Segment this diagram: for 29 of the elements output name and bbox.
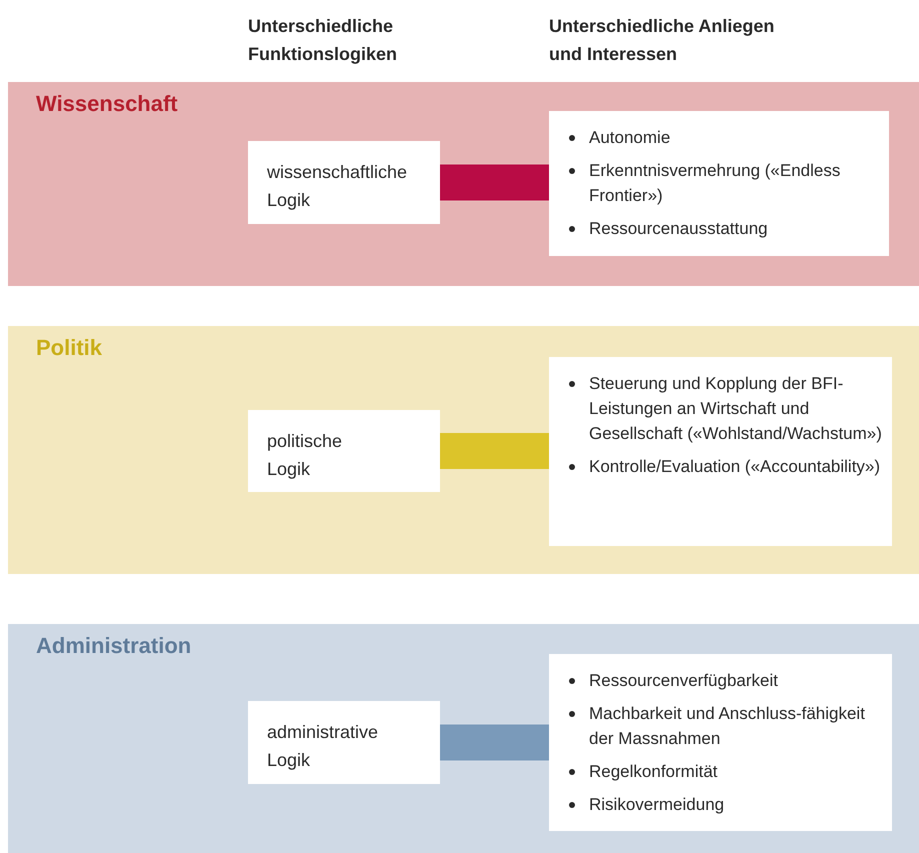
list-item: Kontrolle/Evaluation («Accountability») <box>589 456 880 478</box>
connector-bar <box>440 724 549 760</box>
list-item: Machbarkeit und Anschluss-fähigkeit der Massnahmen <box>589 703 866 750</box>
category-band <box>8 326 919 574</box>
logic-box <box>248 701 440 784</box>
category-band <box>8 624 919 853</box>
category-band <box>8 82 919 286</box>
band-title: Administration <box>36 633 192 659</box>
list-item: Autonomie <box>589 127 670 149</box>
list-item: Ressourcenverfügbarkeit <box>589 670 778 692</box>
logic-label: politische Logik <box>267 430 342 481</box>
interest-list-box <box>549 111 889 256</box>
list-item: Risikovermeidung <box>589 794 724 816</box>
logic-box <box>248 410 440 492</box>
logic-label: wissenschaftliche Logik <box>267 161 408 212</box>
interest-list-box <box>549 357 892 546</box>
band-title: Wissenschaft <box>36 91 178 117</box>
list-item: Steuerung und Kopplung der BFI-Leistungen an Wirtschaft und Gesellschaft («Wohlstand/Wachstum») <box>589 373 882 445</box>
column-header: Unterschiedliche Funktionslogiken <box>248 15 398 66</box>
list-item: Ressourcenausstattung <box>589 218 768 240</box>
connector-bar <box>440 433 549 469</box>
band-title: Politik <box>36 335 102 361</box>
list-item: Erkenntnisvermehrung («Endless Frontier») <box>589 160 842 207</box>
logic-label: administrative Logik <box>267 721 378 772</box>
column-header: Unterschiedliche Anliegen und Interessen <box>549 15 776 66</box>
connector-bar <box>440 164 549 200</box>
logic-box <box>248 141 440 224</box>
interest-list-box <box>549 654 892 831</box>
list-item: Regelkonformität <box>589 761 718 783</box>
